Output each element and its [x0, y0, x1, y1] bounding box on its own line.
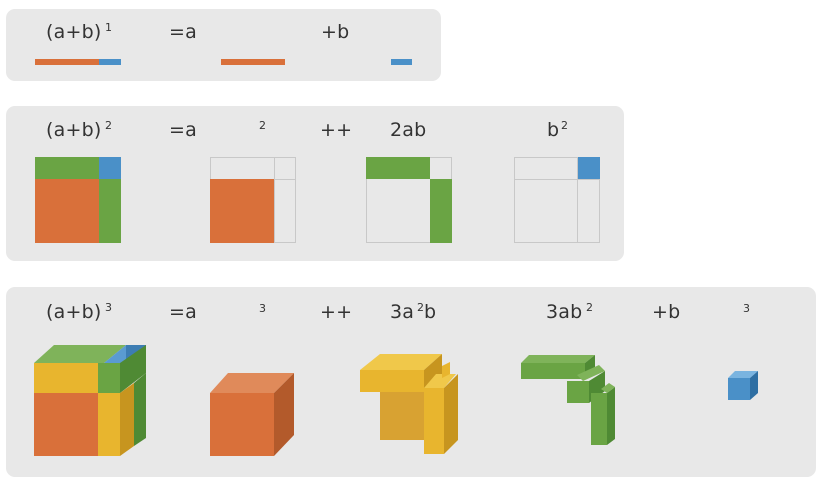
row3-equals-a: =a: [169, 301, 197, 323]
row2-a-exponent: 2: [259, 119, 266, 132]
corner-front: [567, 381, 589, 403]
segment-b: [391, 59, 412, 65]
slab-right-side: [444, 374, 458, 454]
square-2ab: [366, 157, 452, 243]
corner-top: [577, 365, 605, 381]
post-front: [591, 393, 607, 445]
row1-equals-a: =a: [169, 21, 197, 43]
cube-b-cubed: [728, 371, 758, 400]
row3-lhs-exponent: 3: [105, 301, 112, 314]
region-b-squared: [578, 157, 600, 179]
row2-lhs: (a+b): [46, 119, 102, 141]
slab-top-face: [360, 354, 442, 370]
row3-term-3a2b-suffix: b: [424, 301, 437, 323]
row3-a-exponent: 3: [259, 302, 266, 315]
region-ab-right: [99, 179, 121, 243]
front-green: [98, 363, 120, 393]
side-green-lower: [134, 373, 146, 446]
region-ab-top: [35, 157, 99, 179]
row3-term-3a2b-exponent: 2: [417, 301, 424, 314]
row3-term-3a2b-prefix: 3a: [390, 301, 415, 323]
row2-term-b-squared: b: [547, 119, 560, 141]
square-b-squared: [514, 157, 600, 243]
slab-top-side: [424, 354, 442, 392]
square-a-plus-b-squared: [35, 157, 121, 243]
row2-b-exponent: 2: [561, 119, 568, 132]
row2-equals-a: =a: [169, 119, 197, 141]
cube-a-plus-b-cubed: [34, 345, 146, 456]
segment-a: [35, 59, 99, 65]
side-face: [274, 373, 294, 456]
cube-3ab2: [521, 355, 615, 445]
square-a-squared: [210, 157, 296, 243]
row3-plus-b: +b: [652, 301, 681, 323]
slab-right-top: [424, 374, 456, 388]
row3-b-exponent: 3: [743, 302, 750, 315]
region-a-squared: [35, 179, 99, 243]
post-top: [601, 383, 615, 393]
front-yellow-top: [34, 363, 98, 393]
row3-term-3ab2: 3ab: [546, 301, 583, 323]
row3-plus: ++: [320, 301, 353, 323]
segment-b: [99, 59, 121, 65]
post-side: [607, 387, 615, 445]
slab-top-front: [360, 370, 424, 392]
row2-panel: (a+b) 2 =a 2 ++ 2ab b 2: [6, 106, 624, 261]
front-face: [210, 393, 274, 456]
cube-3a2b: [360, 354, 458, 454]
row1-panel: (a+b) 1 =a +b: [6, 9, 441, 81]
segment-a: [221, 59, 285, 65]
region-a-squared: [210, 179, 274, 243]
row2-plus: ++: [320, 119, 353, 141]
row1-lhs: (a+b): [46, 21, 102, 43]
row1-a-segment: [221, 59, 285, 65]
row3-panel: (a+b) 3 =a 3 ++ 3a 2 b 3ab 2 +b 3: [6, 287, 816, 477]
row1-ab-segment: [35, 59, 121, 65]
row3-term-3ab2-exponent: 2: [586, 301, 593, 314]
region-ab-right: [430, 179, 452, 243]
row1-lhs-exponent: 1: [105, 21, 112, 34]
region-ab-top: [366, 157, 430, 179]
row2-lhs-exponent: 2: [105, 119, 112, 132]
row1-b-segment: [391, 59, 412, 65]
bar-front: [521, 363, 585, 379]
top-face: [728, 371, 758, 378]
cube-a-cubed: [210, 373, 294, 456]
side-yellow: [120, 383, 134, 456]
side-green: [120, 345, 146, 393]
front-yellow-right: [98, 393, 120, 456]
outline: [514, 157, 600, 243]
slab-right-front: [424, 388, 444, 454]
top-face: [210, 373, 294, 393]
front-face: [728, 378, 750, 400]
slab-right-cap: [442, 362, 450, 378]
row1-plus-b: +b: [321, 21, 350, 43]
row3-lhs: (a+b): [46, 301, 102, 323]
region-b-squared: [99, 157, 121, 179]
front-a-cube: [34, 393, 98, 456]
row2-term-2ab: 2ab: [390, 119, 427, 141]
side-face: [750, 371, 758, 400]
top-green: [34, 345, 126, 363]
bar-top-face: [521, 355, 595, 363]
